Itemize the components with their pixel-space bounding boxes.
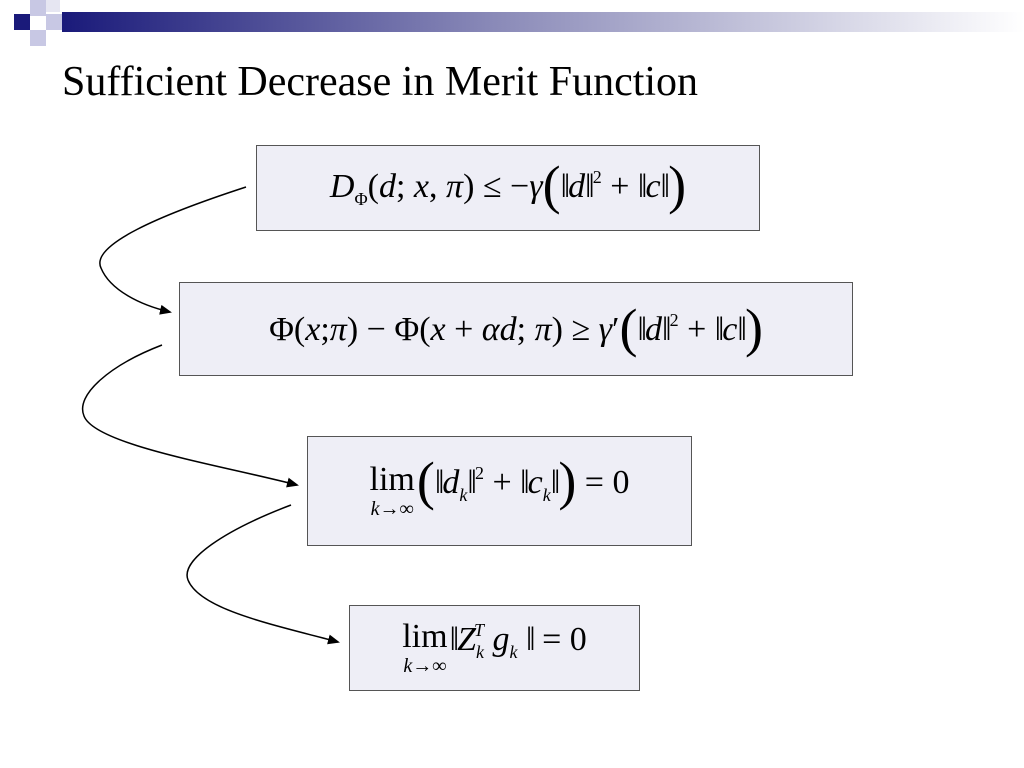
formula-merit-decrease: Φ(x;π) − Φ(x + αd; π) ≥ γ′(‖d‖2 + ‖c‖) bbox=[179, 282, 853, 376]
slide-title: Sufficient Decrease in Merit Function bbox=[62, 59, 699, 105]
header-square-light-1 bbox=[30, 0, 46, 16]
header-square-light-2 bbox=[46, 14, 62, 30]
header-gradient-bar bbox=[62, 12, 1024, 32]
header-square-light-3 bbox=[30, 30, 46, 46]
formula-directional-derivative: DΦ(d; x, π) ≤ −γ(‖d‖2 + ‖c‖) bbox=[256, 145, 760, 231]
header-square-white bbox=[46, 0, 60, 12]
header-band bbox=[14, 0, 1024, 46]
header-square-dark bbox=[14, 14, 30, 30]
